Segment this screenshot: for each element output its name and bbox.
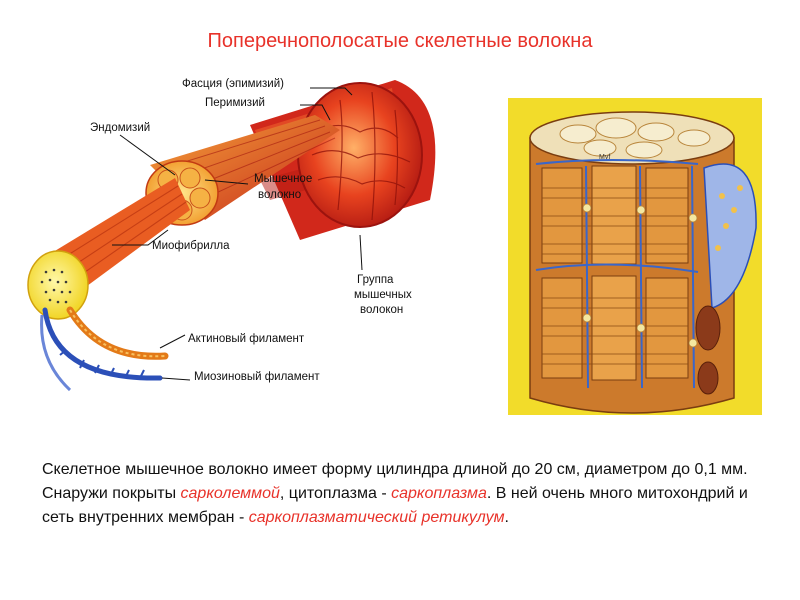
term-sarcoplasmic-reticulum: саркоплазматический ретикулум [248,509,505,526]
label-group-3: волокон [360,304,403,316]
muscle-fiber-detail-illustration: Myf [508,98,762,415]
label-fascia: Фасция (эпимизий) [182,78,284,90]
label-group-1: Группа [357,274,394,286]
desc-part-3: . В ней очень много митохондрий и сеть в… [42,485,748,526]
desc-part-2: , цитоплазма - [279,485,392,502]
term-sarcolemma: сарколеммой [180,485,280,502]
label-actin: Актиновый филамент [188,333,305,345]
detail-mitochondria [695,305,721,395]
label-myosin: Миозиновый филамент [194,371,320,383]
myosin-filament [40,307,163,392]
actin-filament [66,306,169,360]
description-text: Скелетное мышечное волокно имеет форму ц… [42,458,762,530]
label-group-2: мышечных [354,289,412,301]
label-endomysium: Эндомизий [90,122,150,134]
detail-myofibrils [541,165,689,381]
desc-part-1: Скелетное мышечное волокно имеет форму ц… [42,461,748,502]
detail-nerve-ending [703,163,757,310]
muscle-structure-diagram: Фасция (эпимизий) Перимизий Эндомизий Мы… [27,78,436,392]
detail-reticulum [535,159,699,389]
label-muscle-fiber-2: волокно [258,189,301,201]
label-muscle-fiber-1: Мышечное [254,173,312,185]
myofibril [27,250,89,320]
label-perimysium: Перимизий [205,97,265,109]
slide-title: Поперечнополосатые скелетные волокна [207,30,593,52]
detail-myf-label: Myf [599,154,610,161]
leader-lines [112,87,363,381]
label-myofibril: Миофибрилла [152,240,230,252]
desc-part-4: . [504,509,509,526]
term-sarcoplasm: саркоплазма [391,485,487,502]
